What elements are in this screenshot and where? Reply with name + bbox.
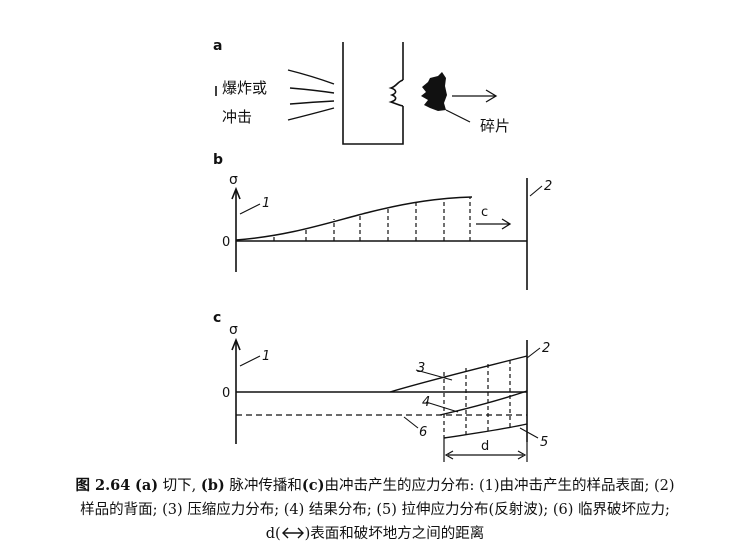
panel-b-label-1: 1	[262, 196, 270, 211]
caption-line-3: d( )表面和破坏地方之间的距离	[40, 522, 710, 546]
caption-line-3-suffix: )表面和破坏地方之间的距离	[304, 526, 485, 542]
panel-b-label-2: 2	[544, 179, 552, 194]
caption-ref-a: (a)	[134, 477, 159, 494]
panel-c-leader-4	[425, 401, 459, 413]
panel-c-leader-6	[403, 416, 419, 429]
blast-label-line2: 冲击	[222, 108, 252, 126]
panel-b-hatch	[273, 197, 471, 241]
panel-c-leader-1	[239, 355, 261, 367]
panel-c-label-1: 1	[262, 349, 270, 364]
panel-c-axes	[231, 337, 528, 444]
caption-ref-c: (c)	[301, 477, 325, 494]
panel-c-label-2: 2	[542, 341, 550, 356]
panel-b-zero: 0	[222, 235, 230, 250]
fragment-arrow	[452, 89, 498, 103]
panel-b-leader-1	[239, 203, 261, 215]
panel-a-specimen	[342, 42, 404, 145]
caption-line-3-prefix: d(	[265, 526, 281, 542]
blast-label-line1: 爆炸或	[222, 79, 267, 97]
panel-c-hatch	[443, 360, 511, 438]
panel-a-letter: a	[213, 38, 222, 54]
caption-line-2: 样品的背面; (3) 压缩应力分布; (4) 结果分布; (5) 拉伸应力分布(…	[80, 502, 670, 518]
fragment-label: 碎片	[480, 117, 510, 135]
panel-c-zero: 0	[222, 386, 230, 401]
panel-b-axes	[231, 178, 528, 290]
resultant-curve	[439, 390, 528, 416]
caption-line-1: 图 2.64 (a) 切下, (b) 脉冲传播和(c)由冲击产生的应力分布: (…	[40, 474, 710, 498]
panel-c-leader-2	[526, 347, 541, 359]
panel-c-leader-5	[519, 427, 539, 439]
panel-b-sigma: σ	[229, 172, 238, 188]
caption-text-3: 由冲击产生的应力分布: (1)由冲击产生的样品表面; (2)	[324, 478, 675, 494]
panel-c-letter: c	[213, 310, 221, 326]
blast-rays	[287, 69, 335, 121]
panel-b-letter: b	[213, 152, 223, 168]
caption-figure-number: 图 2.64	[75, 477, 131, 494]
panel-c-d-label: d	[481, 439, 489, 454]
tensile-curve	[443, 423, 528, 439]
compressive-curve	[389, 355, 528, 393]
panel-c-label-5: 5	[540, 435, 548, 450]
fragment-leader	[445, 109, 471, 123]
caption-text-2: 脉冲传播和	[224, 478, 302, 494]
panel-c-label-3: 3	[417, 361, 425, 376]
panel-c-leader-3	[415, 369, 453, 381]
panel-b-c-label: c	[481, 205, 488, 220]
caption-ref-b: (b)	[200, 477, 225, 494]
figure-caption: 图 2.64 (a) 切下, (b) 脉冲传播和(c)由冲击产生的应力分布: (…	[40, 474, 710, 546]
panel-b-propagation-arrow	[476, 218, 512, 230]
caption-text-1: 切下,	[158, 478, 201, 494]
panel-b-leader-2	[529, 185, 543, 197]
panel-c-sigma: σ	[229, 322, 238, 338]
fragment-shape	[421, 72, 447, 111]
figure-2-64: a 爆炸或 冲击 碎片 b σ 0 1 2 c	[213, 38, 552, 462]
distance-d-marker	[443, 438, 528, 462]
panel-c-label-4: 4	[422, 395, 430, 410]
panel-c-label-6: 6	[419, 425, 427, 440]
double-arrow-icon	[281, 527, 304, 539]
panel-b-pulse-curve	[235, 196, 473, 241]
